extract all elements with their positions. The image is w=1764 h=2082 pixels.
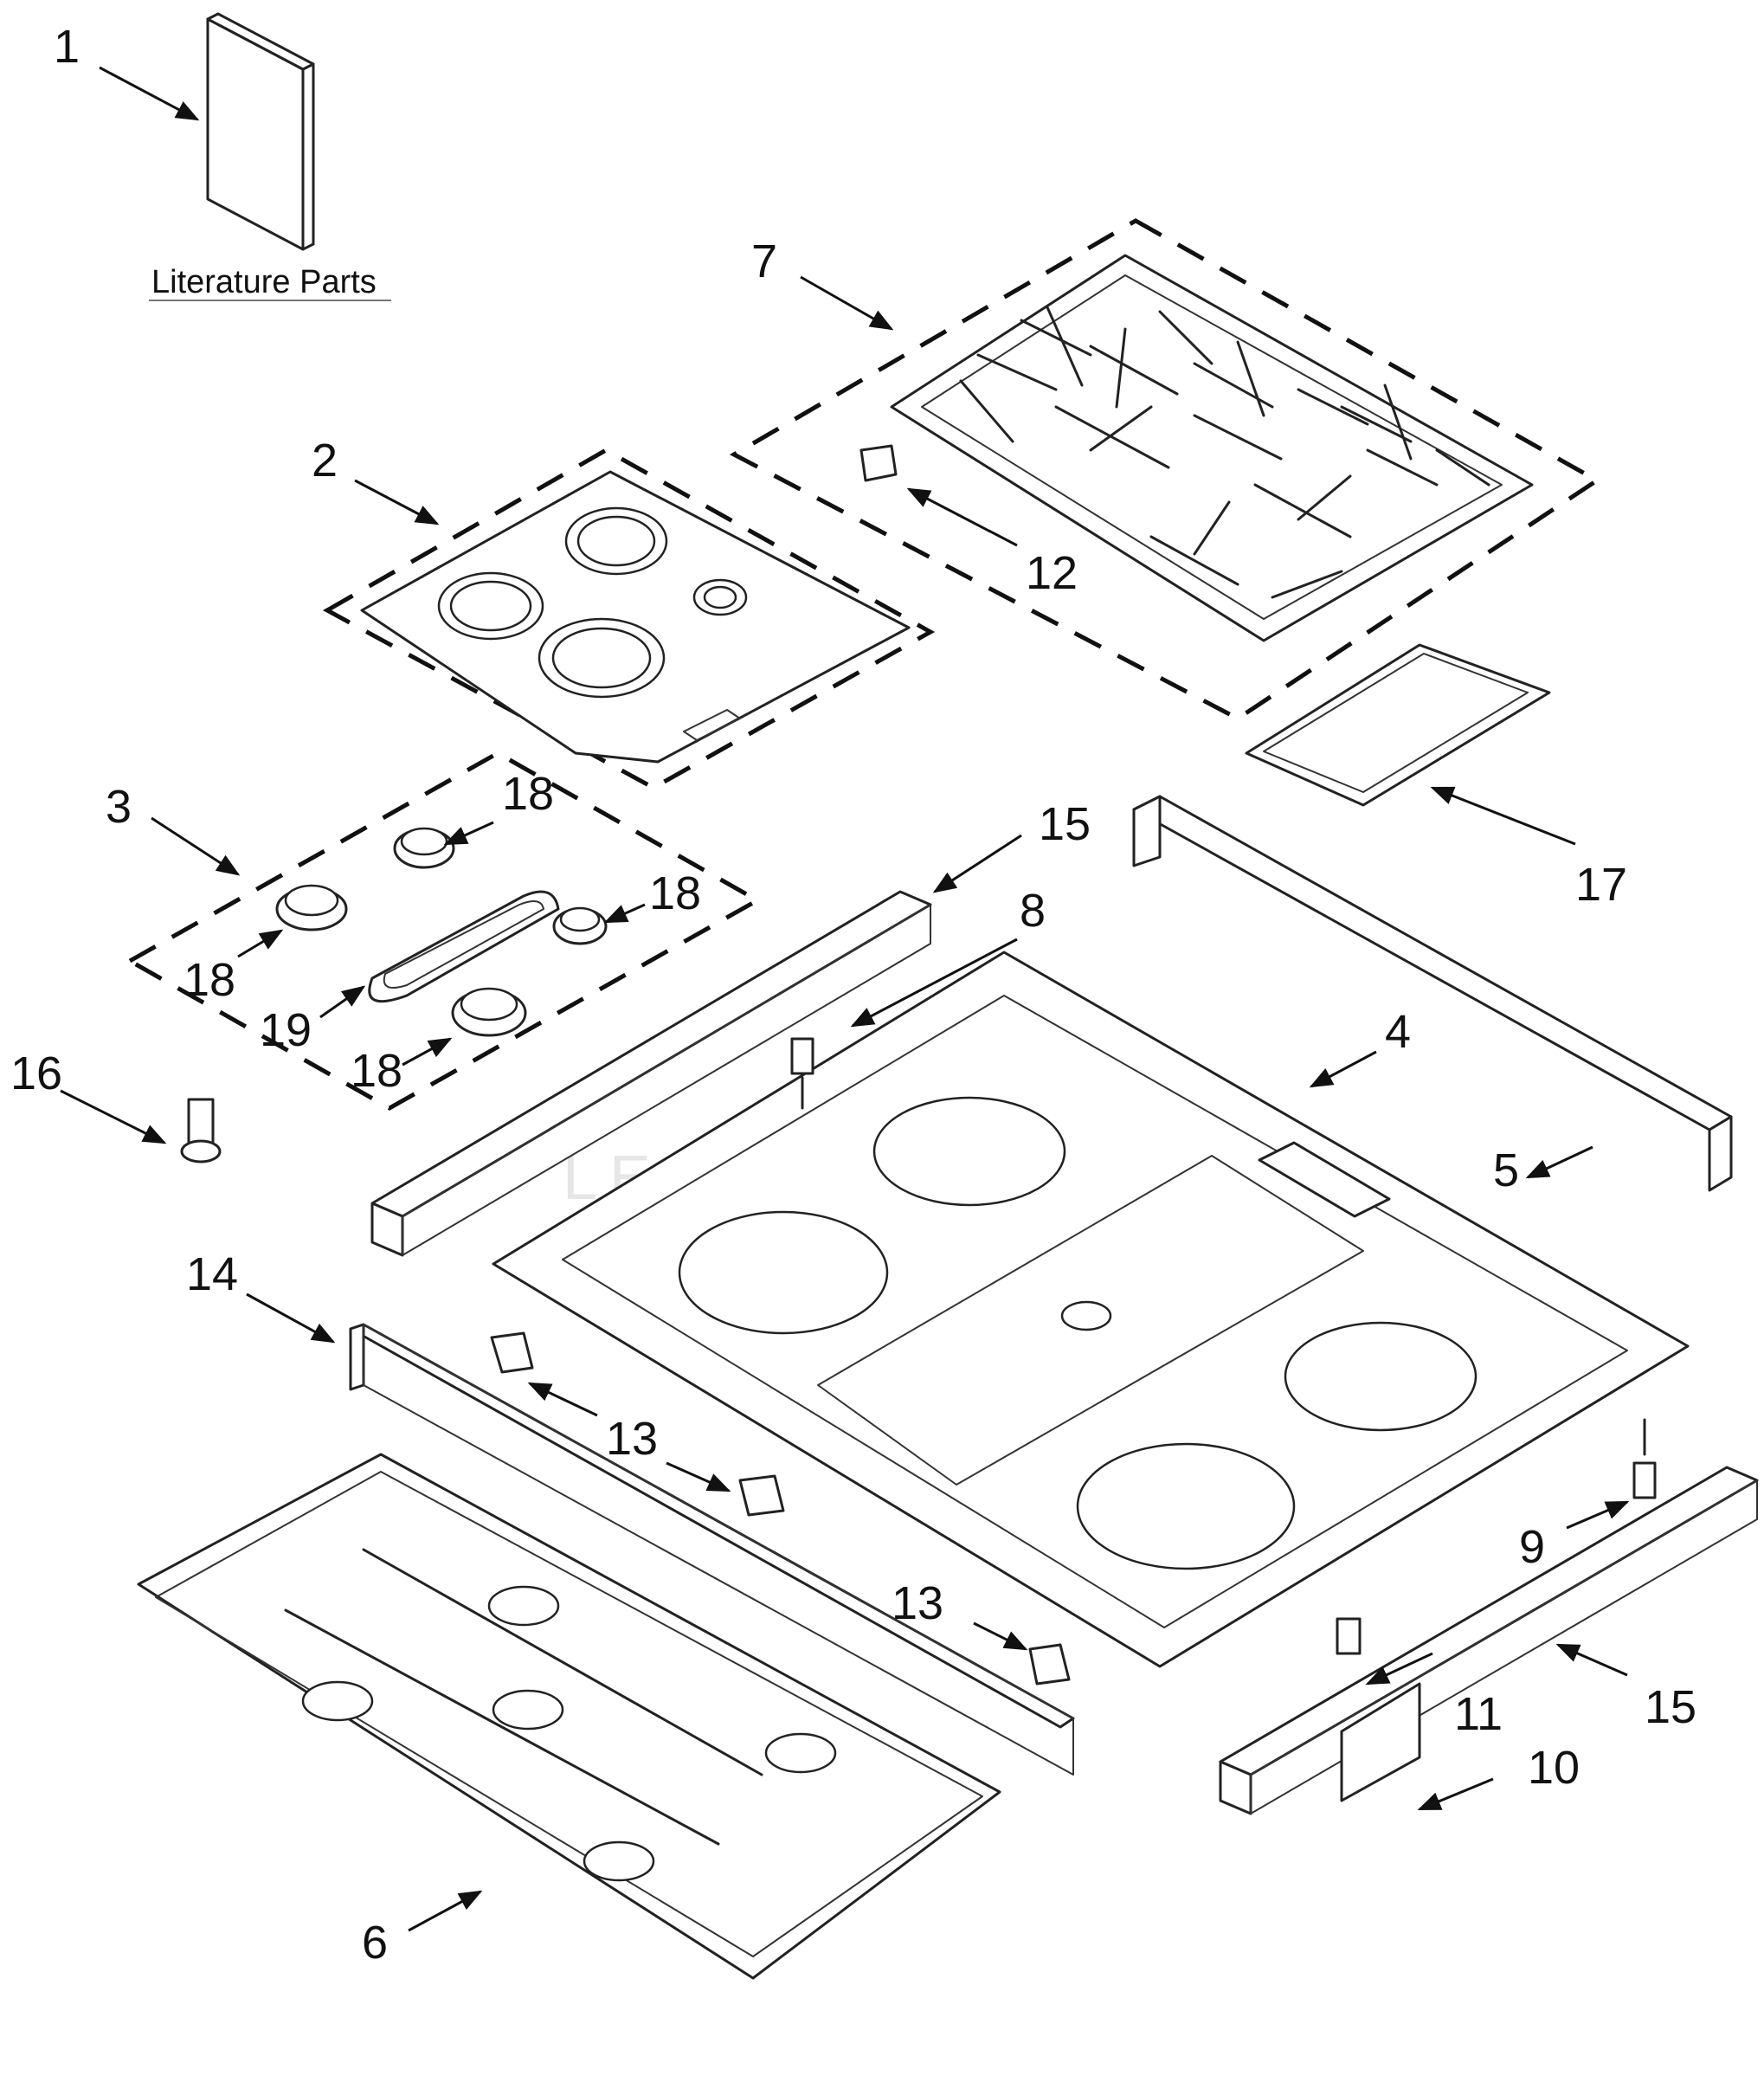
leg-16 [180,1098,222,1163]
callout-19: 19 [260,1004,312,1056]
callout-15b: 15 [1645,1681,1696,1733]
spring-clips [490,1331,1071,1686]
callout-11: 11 [1454,1688,1503,1740]
callout-12: 12 [1026,547,1078,599]
callout-1: 1 [54,21,80,73]
callout-3: 3 [106,781,132,833]
callout-14: 14 [186,1248,238,1300]
callout-18b: 18 [183,954,235,1006]
callout-10: 10 [1528,1742,1580,1794]
literature-booklet [206,12,315,251]
front-rail [1219,1466,1759,1815]
griddle [1245,643,1551,807]
screw-9 [1632,1418,1657,1499]
callout-18d: 18 [351,1045,402,1097]
callout-2: 2 [312,435,338,487]
screw-11 [1336,1617,1362,1655]
right-side-rail [1132,795,1733,1192]
callout-13b: 13 [892,1577,943,1629]
main-burner-tray [492,951,1690,1668]
callout-18a: 18 [502,768,554,820]
burner-heads [275,827,608,1037]
callout-9: 9 [1519,1521,1545,1573]
grate-group-outline [729,218,1601,721]
burner-grate [859,254,1534,642]
callout-17: 17 [1575,859,1627,911]
callout-8: 8 [1020,885,1046,937]
bottom-pan [137,1453,1001,1980]
callout-5: 5 [1493,1144,1519,1196]
front-bracket [349,1323,1075,1776]
screw-8 [790,1037,814,1110]
literature-label: Literature Parts [151,264,377,300]
bracket-10 [1340,1682,1421,1802]
oval-burner [368,890,560,1003]
left-side-rail [370,890,932,1257]
callout-4: 4 [1385,1006,1411,1058]
callout-13a: 13 [606,1413,658,1465]
callout-6: 6 [362,1917,388,1969]
callout-16: 16 [10,1047,62,1099]
callout-arrows [60,66,1630,1932]
callout-labels: 1 2 3 4 5 6 7 8 9 10 11 12 13 13 14 15 1… [10,21,1696,1969]
cooktop-glass [360,470,911,764]
callout-18c: 18 [649,867,701,919]
callout-7: 7 [751,235,777,287]
callout-15a: 15 [1039,798,1091,850]
